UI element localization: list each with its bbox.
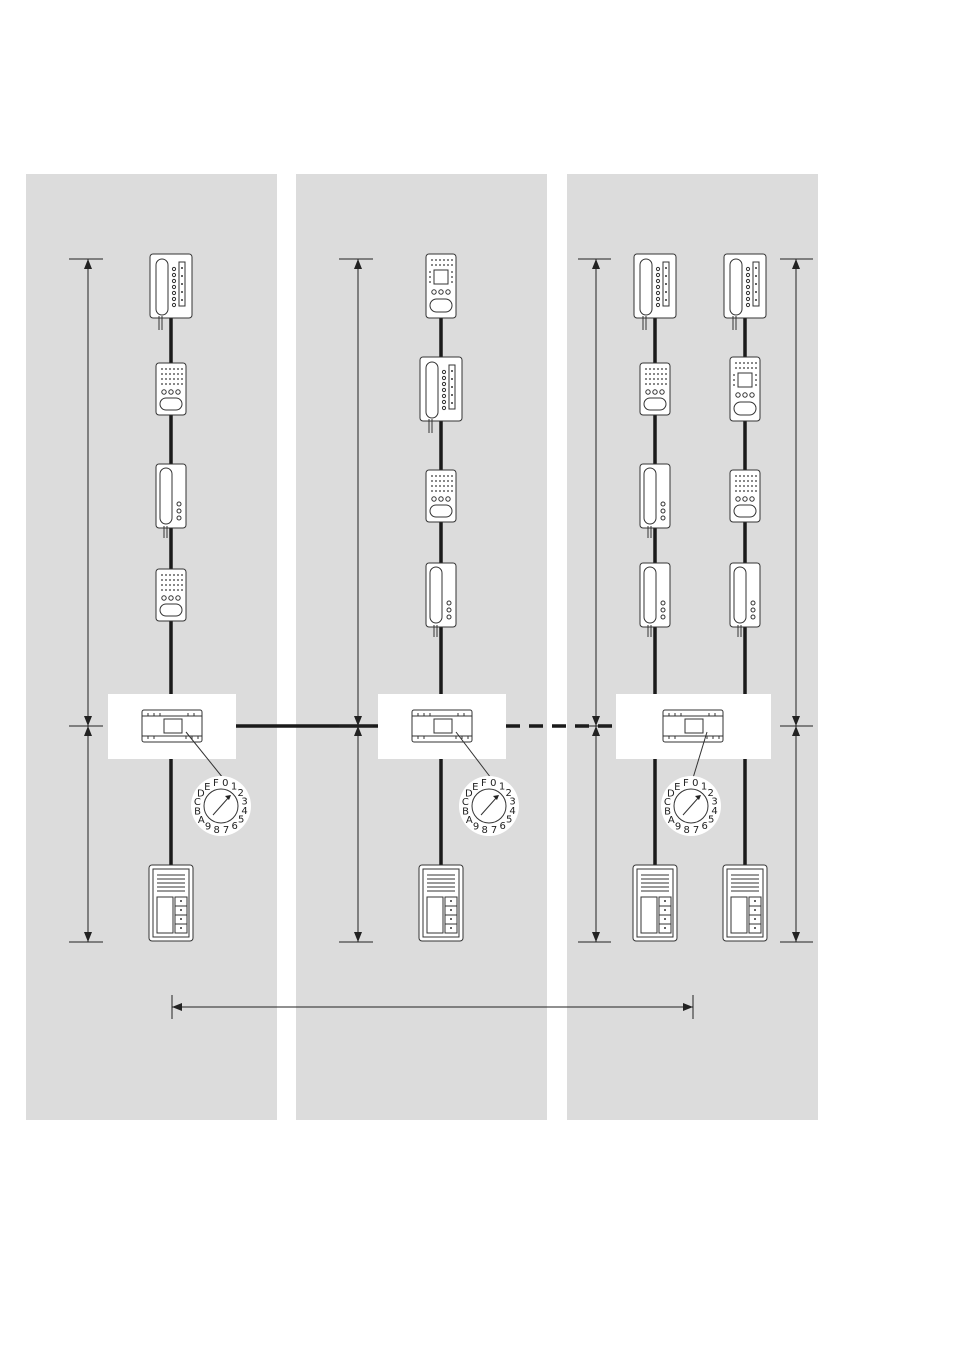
dial-label: 3 <box>509 796 515 807</box>
panel-2 <box>296 174 547 1120</box>
dimension-indoor-length <box>780 258 813 727</box>
dial-label: 8 <box>214 825 220 836</box>
dial-label: F <box>213 778 219 789</box>
handset-phone-icon <box>425 562 457 638</box>
panel-1 <box>26 174 277 1120</box>
speaker-unit-icon <box>729 356 761 422</box>
dial-label: 1 <box>701 781 707 792</box>
dial-label: 4 <box>241 806 247 817</box>
dial-label: 1 <box>499 781 505 792</box>
dial-label: 7 <box>491 825 497 836</box>
handset-phone-icon <box>729 562 761 638</box>
dial-label: 9 <box>675 822 681 833</box>
dial-label: F <box>481 778 487 789</box>
door-station-icon <box>148 864 194 942</box>
dial-label: C <box>664 797 671 808</box>
dial-label: B <box>664 807 671 818</box>
dial-label: D <box>667 789 675 800</box>
dial-label: 5 <box>506 815 512 826</box>
dial-label: 6 <box>232 821 238 832</box>
door-station-icon <box>632 864 678 942</box>
speaker-unit-icon <box>729 469 761 523</box>
speaker-unit-icon <box>425 469 457 523</box>
dial-label: E <box>674 782 680 793</box>
handset-phone-icon <box>155 463 187 539</box>
dial-label: 7 <box>223 825 229 836</box>
door-station-icon <box>418 864 464 942</box>
dial-label: D <box>465 789 473 800</box>
speaker-unit-icon <box>155 362 187 416</box>
dial-label: D <box>197 789 205 800</box>
dial-label: 7 <box>693 825 699 836</box>
dial-label: 0 <box>222 778 228 789</box>
handset-phone-icon <box>639 463 671 539</box>
controller-unit-icon <box>411 709 473 743</box>
dial-label: 0 <box>692 778 698 789</box>
door-station-icon <box>722 864 768 942</box>
dial-label: E <box>204 782 210 793</box>
dial-label: 6 <box>500 821 506 832</box>
dial-label: 4 <box>509 806 515 817</box>
controller-unit-icon <box>662 709 724 743</box>
dial-label: A <box>466 815 473 826</box>
dial-label: B <box>194 807 201 818</box>
dimension-door-length <box>578 725 611 943</box>
dial-label: C <box>462 797 469 808</box>
dimension-door-length <box>339 725 373 943</box>
controller-unit-icon <box>141 709 203 743</box>
speaker-unit-icon <box>155 568 187 622</box>
dimension-door-length <box>780 725 813 943</box>
dial-label: E <box>472 782 478 793</box>
dial-label: 2 <box>238 788 244 799</box>
dial-label: 3 <box>241 796 247 807</box>
dial-label: A <box>198 815 205 826</box>
dial-label: 8 <box>482 825 488 836</box>
dial-label: 5 <box>708 815 714 826</box>
dial-label: 3 <box>711 796 717 807</box>
dial-label: 2 <box>708 788 714 799</box>
dial-label: 0 <box>490 778 496 789</box>
dial-label: C <box>194 797 201 808</box>
dial-label: F <box>683 778 689 789</box>
dial-label: B <box>462 807 469 818</box>
dimension-total-length <box>171 995 694 1019</box>
speaker-unit-icon <box>425 253 457 319</box>
speaker-unit-icon <box>639 362 671 416</box>
dial-label: 1 <box>231 781 237 792</box>
panel-3 <box>567 174 818 1120</box>
dial-label: 5 <box>238 815 244 826</box>
dimension-door-length <box>69 725 103 943</box>
dial-label: 9 <box>473 822 479 833</box>
dial-label: 4 <box>711 806 717 817</box>
handset-phone-icon <box>639 562 671 638</box>
dial-label: 2 <box>506 788 512 799</box>
dial-label: 8 <box>684 825 690 836</box>
dial-label: A <box>668 815 675 826</box>
dial-label: 6 <box>702 821 708 832</box>
dial-label: 9 <box>205 822 211 833</box>
